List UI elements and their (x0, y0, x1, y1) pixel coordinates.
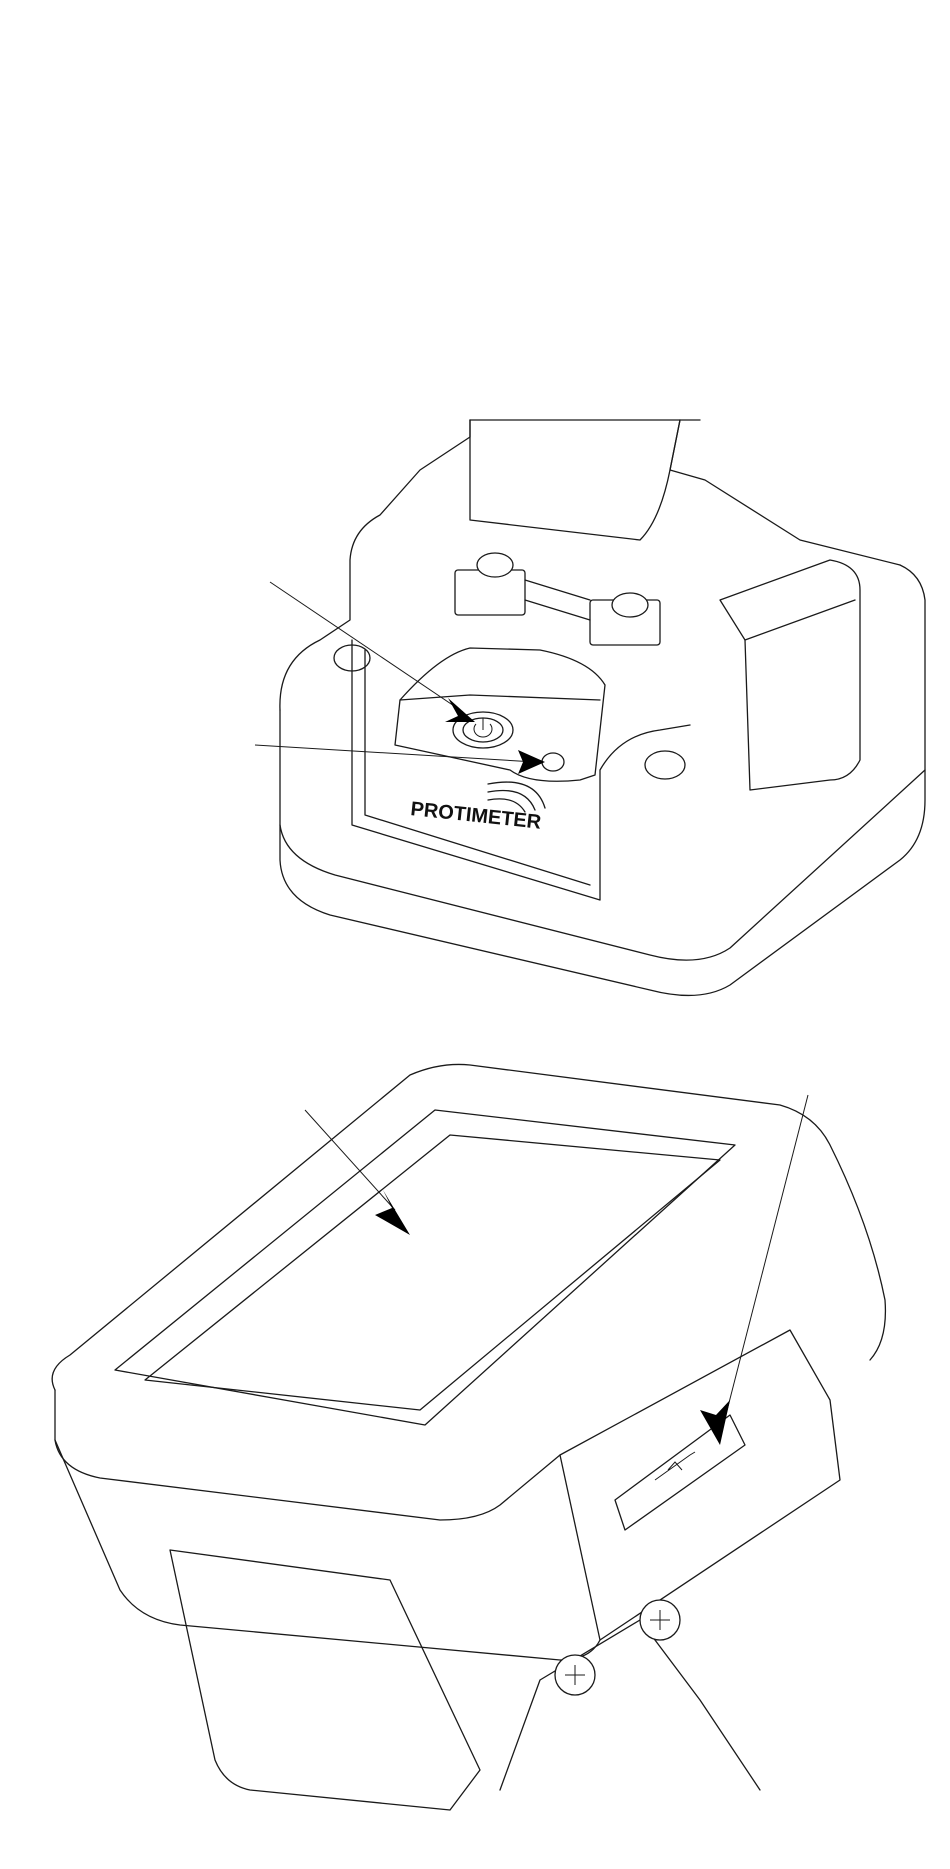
side-panel (560, 1330, 840, 1640)
arrow-status-led (518, 750, 545, 774)
housing-top-outline (52, 1064, 885, 1390)
brand-logo-text: PROTIMETER (409, 798, 542, 834)
device-top-view: PROTIMETER (255, 420, 925, 995)
protimeter-logo: PROTIMETER (409, 782, 545, 834)
button-recess-bevel (400, 695, 600, 700)
usb-port[interactable] (615, 1415, 745, 1530)
status-led (542, 753, 564, 771)
side-latch (720, 560, 860, 790)
arrow-power-button (445, 698, 475, 722)
terminal-bridge (525, 580, 590, 620)
arrow-display (375, 1190, 410, 1235)
leader-power-button (270, 582, 463, 712)
body-right-upper (670, 420, 900, 565)
device-bottom-view (52, 1064, 885, 1810)
display-bezel (115, 1110, 735, 1425)
housing-front-lower (55, 1440, 600, 1660)
base-lower-ledge (280, 770, 925, 960)
mount-hole-right (645, 751, 685, 779)
stand-post (500, 1620, 760, 1790)
housing-front-edge (55, 1390, 560, 1520)
bracket (170, 1550, 480, 1810)
sensor-slot (470, 420, 680, 540)
display-screen (145, 1135, 720, 1410)
body-upper-outline (280, 420, 470, 710)
